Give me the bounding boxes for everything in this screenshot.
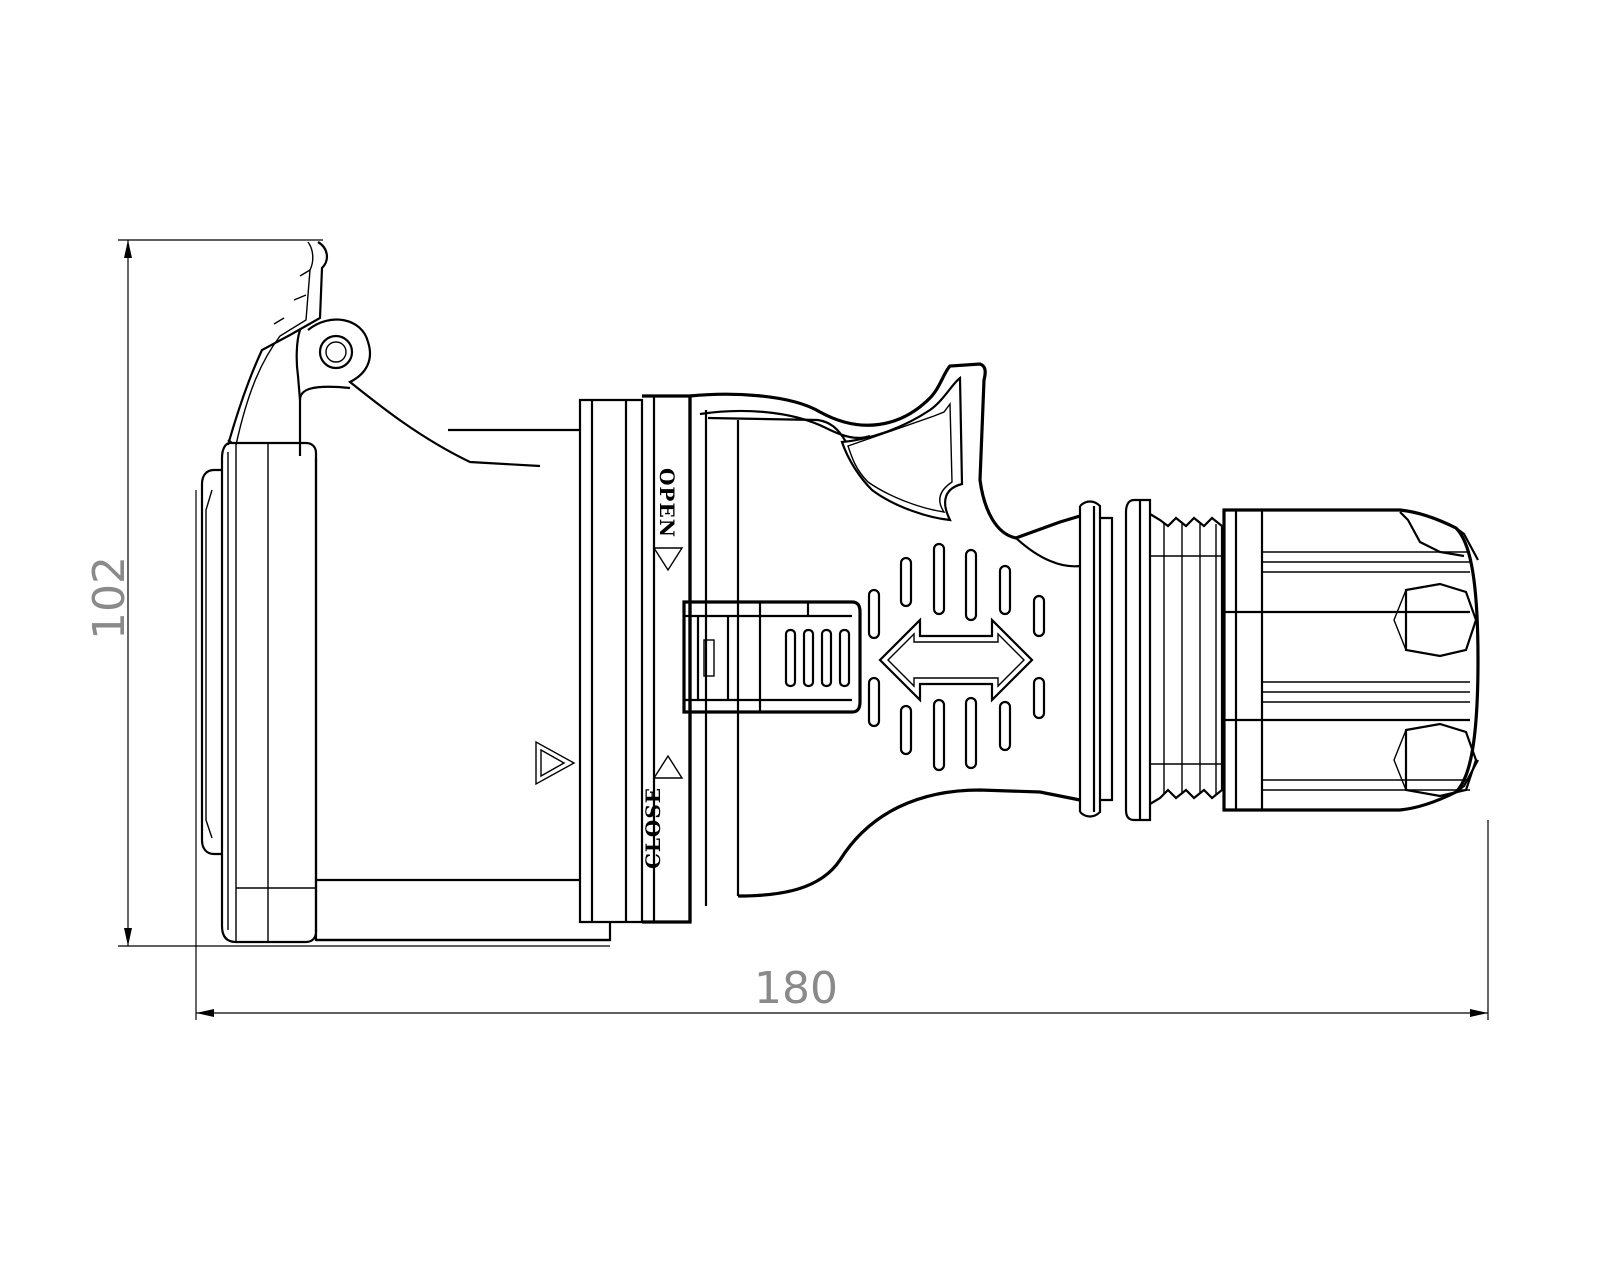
arrowhead-down-icon [124,928,132,946]
double-arrow-icon [878,617,1034,703]
locking-ring: OPEN CLOSE [641,394,740,924]
vent-slots [867,542,1046,772]
length-dimension: 180 [195,490,1489,1020]
cable-gland-nut [1222,508,1480,812]
hinge-pin [318,334,354,370]
triangle-marker-icon [535,740,576,786]
close-arrow-icon [652,754,684,779]
height-dimension: 102 [84,239,610,947]
close-label: CLOSE [641,787,665,869]
latch-button [682,600,862,714]
threaded-neck [1078,498,1224,822]
socket-body [314,398,644,942]
length-dimension-value: 180 [754,963,838,1014]
open-label: OPEN [655,468,679,538]
hinged-lid [226,241,541,468]
height-dimension-value: 102 [84,556,135,640]
arrowhead-right-icon [1470,1009,1488,1017]
arrowhead-left-icon [196,1009,214,1017]
front-cover [200,439,318,944]
arrowhead-up-icon [124,240,132,258]
grip-body [689,362,1081,898]
open-arrow-icon [652,547,684,572]
